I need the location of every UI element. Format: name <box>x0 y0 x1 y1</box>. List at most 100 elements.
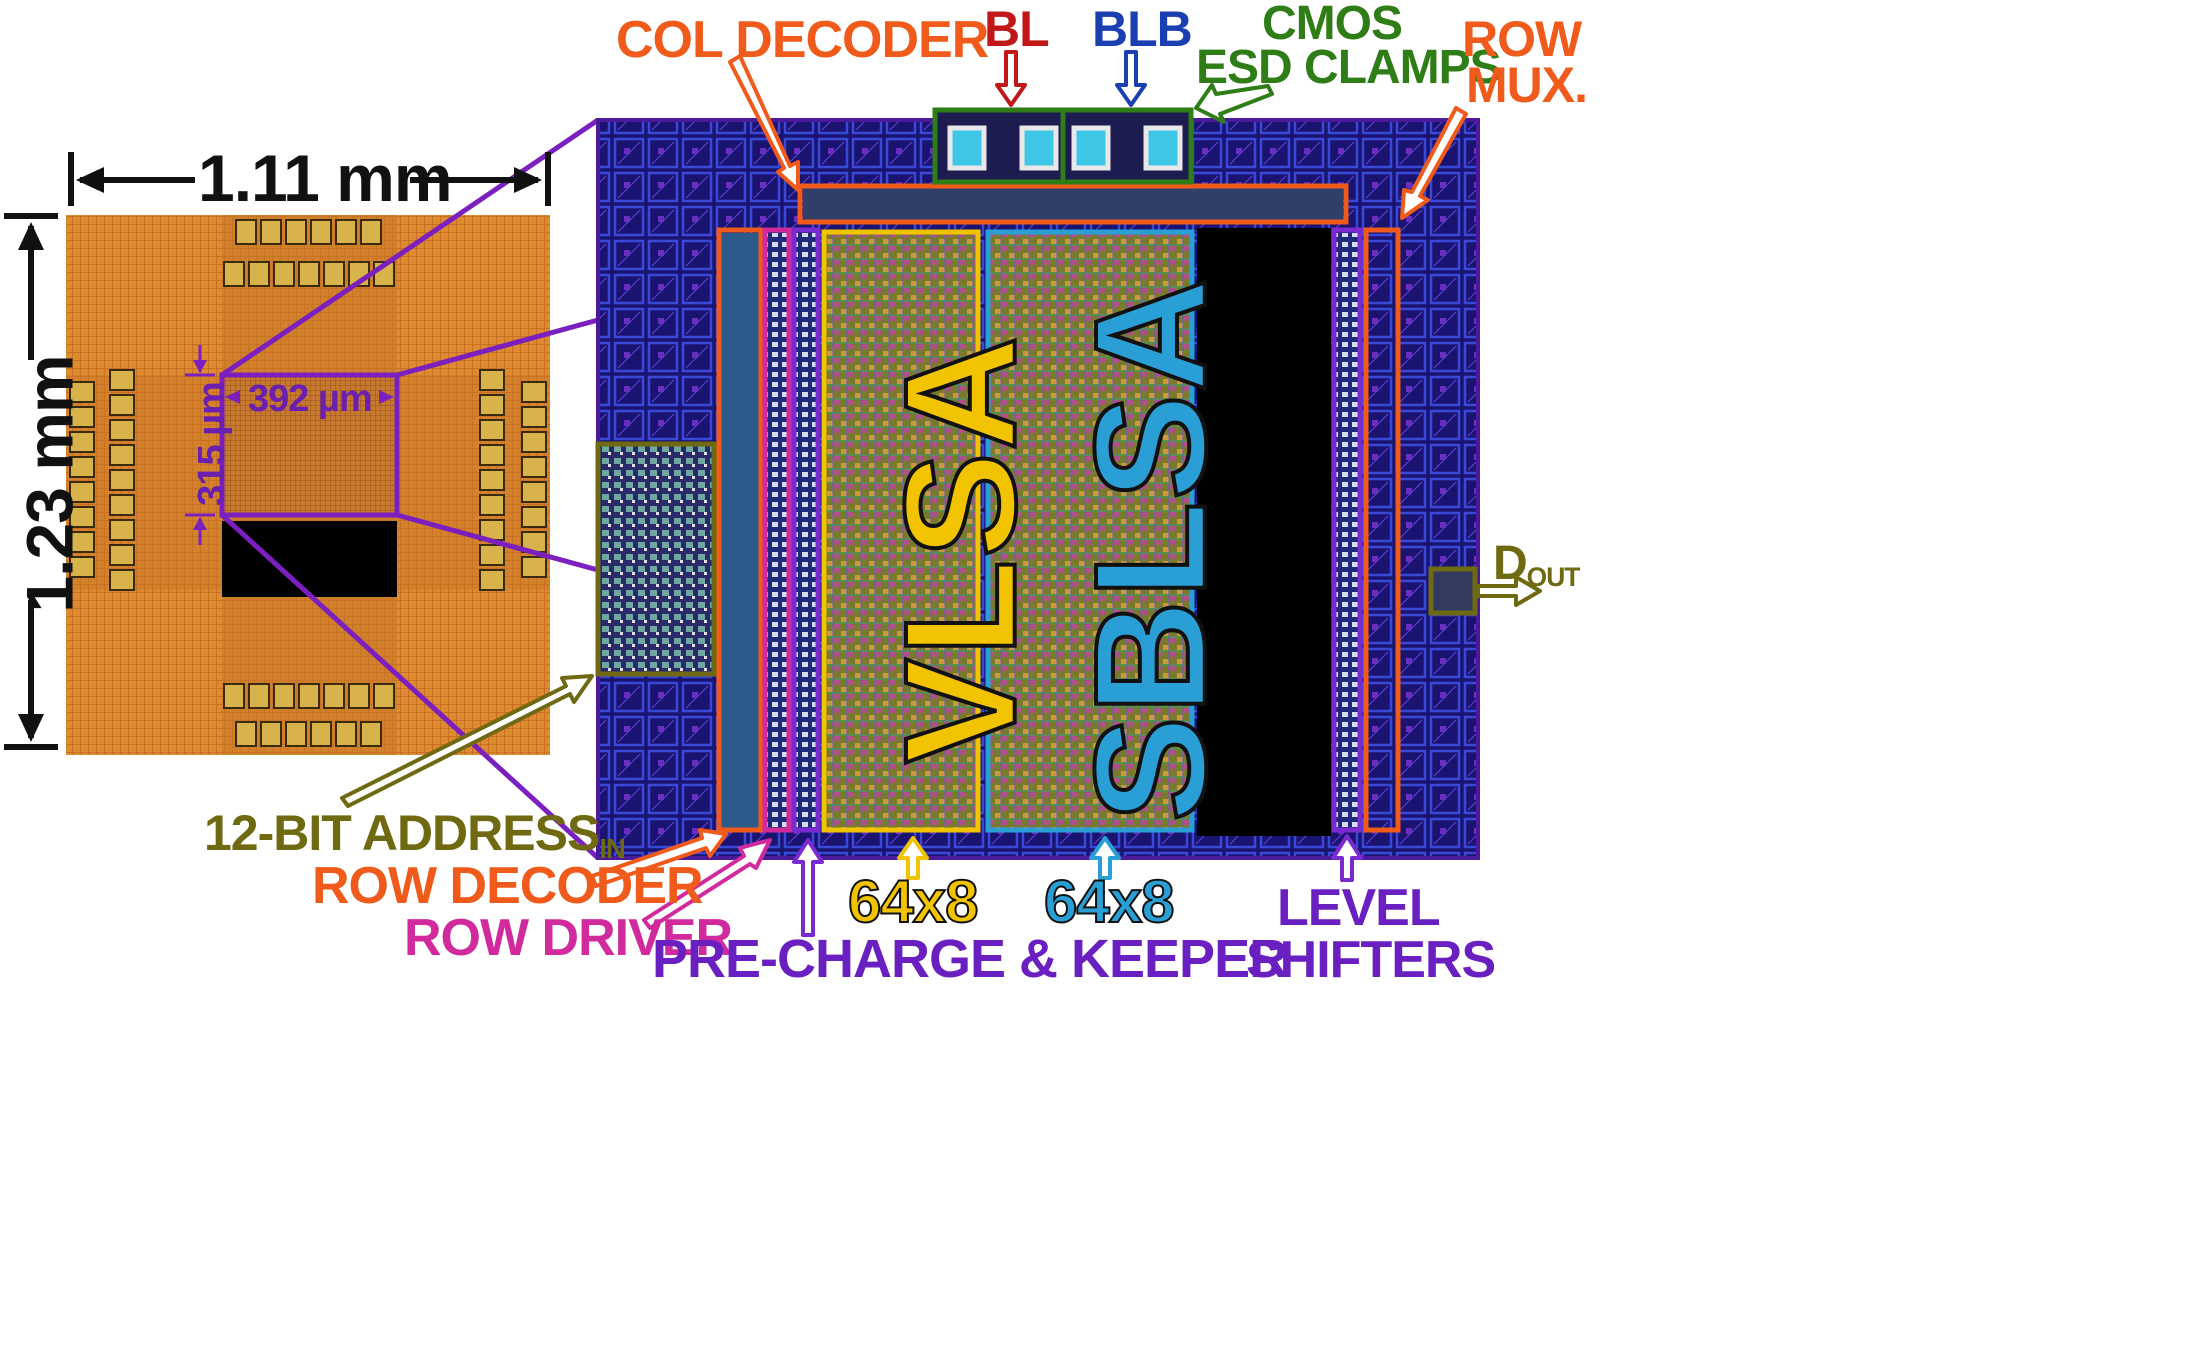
core-height-label: 315 µm <box>190 382 233 506</box>
bond-pad <box>69 531 95 553</box>
dout-label-sub: OUT <box>1526 562 1581 593</box>
bond-pad <box>69 506 95 528</box>
dimension-marks <box>4 152 551 750</box>
bl-arrow <box>995 50 1027 107</box>
width-arrowhead-right <box>514 167 542 193</box>
level-arrow-shape <box>1331 834 1363 882</box>
row-driver-box <box>762 227 792 833</box>
col-decoder-label: COL DECODER <box>616 11 989 69</box>
row-mux-arrow-shape <box>1400 106 1468 220</box>
col-decoder-fill <box>803 188 1343 220</box>
sblsa-arrow-shape <box>1089 836 1121 880</box>
bond-pad <box>479 544 505 566</box>
bond-pad <box>521 406 547 428</box>
row-mux-arrow <box>1400 106 1468 220</box>
bond-pad <box>109 444 135 466</box>
die-height-label: 1.23 mm <box>12 355 87 613</box>
bond-pad <box>335 219 357 245</box>
esd-arrow <box>1194 83 1274 124</box>
precharge-arrow-shape <box>792 838 824 937</box>
vlsa-box <box>821 229 981 833</box>
sblsa-box <box>985 229 1195 833</box>
level-shifter-fill <box>1336 233 1358 828</box>
bond-pad <box>235 219 257 245</box>
level-arrow <box>1331 834 1363 882</box>
bond-pad <box>521 456 547 478</box>
col-decoder-arrow-shape <box>728 54 800 192</box>
bond-pad <box>360 721 382 747</box>
row-driver-arrow-shape <box>642 838 772 930</box>
vlsa-arrow-shape <box>897 836 929 880</box>
address-label-sub: IN <box>599 832 625 864</box>
bond-pad <box>479 369 505 391</box>
precharge-arrow <box>792 838 824 937</box>
address-block-fill <box>598 444 714 674</box>
core-w-head-right <box>379 390 394 404</box>
bond-pad <box>285 721 307 747</box>
zoom-line-2 <box>396 317 599 378</box>
die-photo <box>66 215 550 755</box>
bond-pad <box>109 494 135 516</box>
height-arrowhead-bottom <box>18 714 44 742</box>
height-arrowhead-top <box>18 222 44 250</box>
layout-view <box>596 110 1480 860</box>
bond-pad <box>521 431 547 453</box>
dout-arrow-shape <box>1476 575 1542 607</box>
bond-pad <box>298 261 320 287</box>
row-decoder-box <box>716 227 764 833</box>
vlsa-array-fill <box>826 233 976 830</box>
dout-label: DOUT <box>1493 540 1580 591</box>
bond-pad <box>521 481 547 503</box>
bond-pad <box>248 261 270 287</box>
block-outlines <box>595 107 1478 833</box>
die-width-label: 1.11 mm <box>198 141 453 215</box>
row-driver-label: ROW DRIVER <box>404 909 733 967</box>
zoom-line-1 <box>220 117 600 378</box>
bond-pad <box>273 683 295 709</box>
precharge-label: PRE-CHARGE & KEEPER <box>652 929 1288 989</box>
bond-pad <box>479 419 505 441</box>
die-core-region <box>222 375 397 515</box>
bond-pad <box>323 683 345 709</box>
row-driver-fill <box>767 233 787 828</box>
level-shifters-label-line2: SHIFTERS <box>1246 931 1496 989</box>
core-h-head-top <box>193 360 207 373</box>
row-mux-label-line1: ROW <box>1462 11 1582 67</box>
blb-arrow-shape <box>1115 50 1147 107</box>
bond-pad <box>69 456 95 478</box>
level-shifter-box <box>1331 227 1363 833</box>
address-arrow-shape <box>340 674 594 808</box>
esd-label-line2: ESD CLAMPS <box>1196 41 1502 94</box>
esd-arrow-shape <box>1194 83 1274 124</box>
blb-arrow <box>1115 50 1147 107</box>
zoom-line-3 <box>396 512 599 573</box>
col-decoder-arrow <box>728 54 800 192</box>
esd-pad-3 <box>1071 125 1111 171</box>
width-arrowhead-left <box>76 167 104 193</box>
bond-pad <box>479 569 505 591</box>
bond-pad <box>109 419 135 441</box>
address-box <box>595 441 717 677</box>
dout-box <box>1428 566 1478 616</box>
row-mux-label-line2: MUX. <box>1466 57 1588 113</box>
bond-pad <box>310 721 332 747</box>
bond-pad <box>335 721 357 747</box>
esd-pad-4 <box>1143 125 1183 171</box>
bond-pad <box>109 544 135 566</box>
bond-pad <box>69 381 95 403</box>
bl-label: BL <box>984 1 1050 57</box>
dout-arrow <box>1476 575 1542 607</box>
core-width-label: 392 µm <box>248 378 373 420</box>
core-dimension-marks <box>185 345 394 545</box>
dout-pad-fill <box>1433 571 1473 611</box>
sblsa-size-label: 64x8 <box>1043 868 1175 935</box>
die-blackout <box>222 521 397 597</box>
col-decoder-box <box>797 183 1349 225</box>
bond-pad <box>109 519 135 541</box>
bond-pad <box>260 721 282 747</box>
row-driver-arrow <box>642 838 772 930</box>
bond-pad <box>479 494 505 516</box>
blb-label: BLB <box>1092 1 1193 57</box>
bond-pad <box>273 261 295 287</box>
bond-pad <box>479 469 505 491</box>
